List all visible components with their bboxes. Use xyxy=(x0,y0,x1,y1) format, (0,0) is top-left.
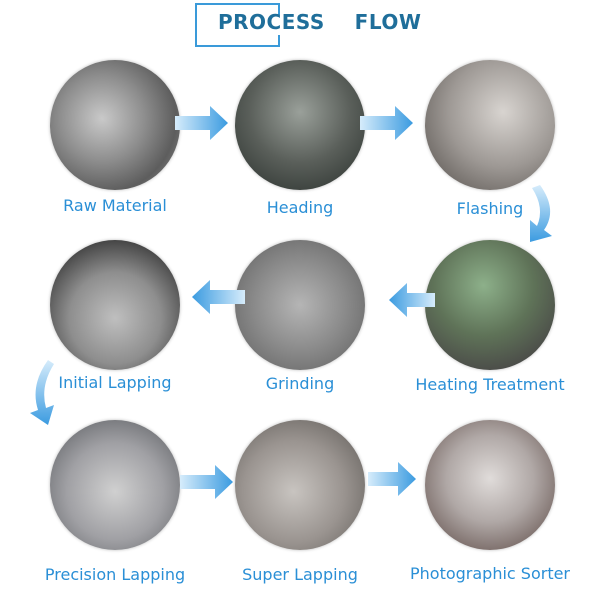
step-photo-1 xyxy=(50,60,180,190)
step-label: Initial Lapping xyxy=(58,373,172,392)
step-photo-2 xyxy=(235,60,365,190)
step-label: Photographic Sorter xyxy=(409,564,571,583)
step-label: Precision Lapping xyxy=(44,565,186,584)
title-bracket xyxy=(195,3,280,47)
page-title: PROCESS FLOW xyxy=(218,10,422,34)
arrow-left-2 xyxy=(192,280,245,314)
arrow-right-1 xyxy=(175,106,228,140)
step-photo-4 xyxy=(425,240,555,370)
arrow-right-4 xyxy=(368,462,416,496)
arrow-curve-right xyxy=(530,185,552,242)
arrow-right-2 xyxy=(360,106,413,140)
arrow-left-1 xyxy=(389,283,435,317)
step-photo-5 xyxy=(235,240,365,370)
arrow-right-3 xyxy=(180,465,233,499)
arrow-curve-left xyxy=(30,360,54,425)
step-photo-8 xyxy=(235,420,365,550)
step-label: Heating Treatment xyxy=(415,375,565,394)
step-photo-3 xyxy=(425,60,555,190)
step-label: Flashing xyxy=(456,199,524,218)
step-label: Heading xyxy=(266,198,334,217)
step-photo-9 xyxy=(425,420,555,550)
step-photo-6 xyxy=(50,240,180,370)
step-label: Super Lapping xyxy=(242,565,358,584)
step-label: Raw Material xyxy=(63,196,167,215)
step-photo-7 xyxy=(50,420,180,550)
step-label: Grinding xyxy=(265,374,335,393)
